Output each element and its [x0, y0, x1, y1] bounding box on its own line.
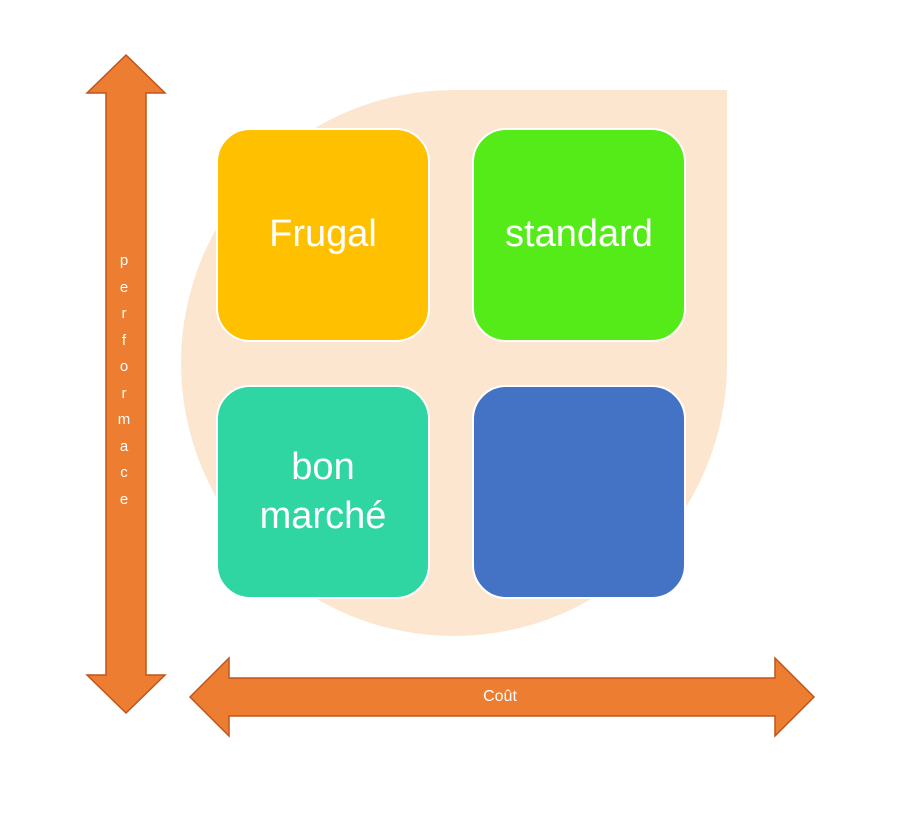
vertical-axis-label-letter: o: [119, 358, 129, 375]
horizontal-double-arrow: [188, 656, 816, 738]
quadrant-empty: [472, 385, 686, 599]
quadrant-standard: standard: [472, 128, 686, 342]
vertical-axis-label-letter: r: [121, 384, 127, 402]
quadrant-bon-marche: bon marché: [216, 385, 430, 599]
quadrant-bon-marche-label-line2: marché: [259, 495, 387, 537]
vertical-axis-label-letter: m: [117, 411, 131, 428]
quadrant-frugal-label: Frugal: [269, 213, 377, 256]
vertical-axis-label-letter: r: [121, 305, 127, 322]
horizontal-axis-label: Coût: [483, 688, 517, 705]
vertical-axis-label-letter: e: [119, 278, 129, 296]
vertical-axis-label-letter: f: [121, 331, 127, 349]
vertical-axis-label-letter: e: [119, 490, 129, 508]
vertical-double-arrow: [85, 53, 167, 715]
quadrant-bon-marche-label-line1: bon: [291, 445, 355, 488]
quadrant-standard-label: standard: [505, 213, 653, 256]
vertical-axis-label-letter: p: [119, 252, 129, 269]
quadrant-frugal: Frugal: [216, 128, 430, 342]
vertical-axis-label-letter: a: [119, 437, 129, 455]
vertical-axis-label-letter: c: [120, 464, 128, 481]
